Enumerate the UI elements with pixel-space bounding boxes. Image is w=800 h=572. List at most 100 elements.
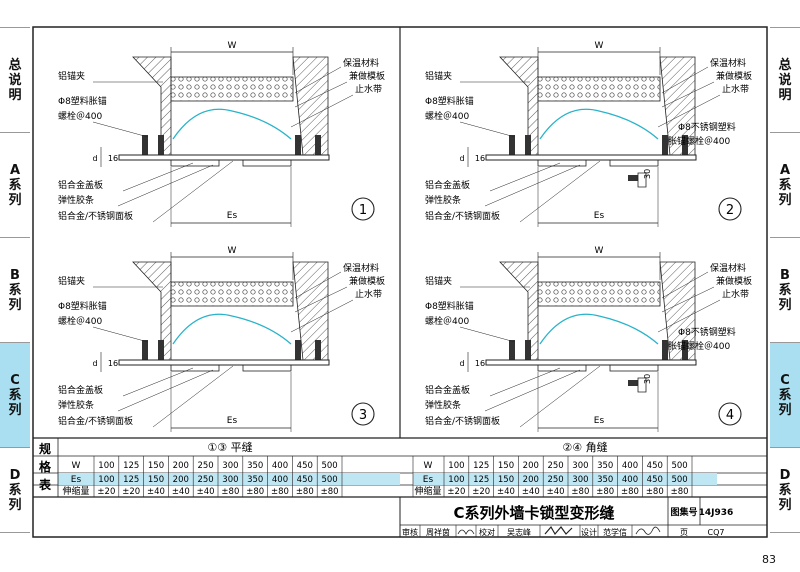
svg-text:d: d	[92, 359, 97, 368]
table-cell: ±40	[172, 487, 190, 497]
table-cell: 450	[647, 461, 663, 471]
svg-text:铝锚夹: 铝锚夹	[425, 275, 452, 287]
dim-es-label: Es	[227, 416, 238, 426]
tab-series-c[interactable]: C系列	[0, 343, 30, 448]
table-cell: 200	[173, 461, 189, 471]
table-cell: 100	[448, 475, 464, 485]
svg-text:Φ8塑料胀锚: Φ8塑料胀锚	[425, 95, 474, 107]
table-cell: ±20	[122, 487, 140, 497]
table-cell: 100	[98, 475, 114, 485]
table-cell: 100	[98, 461, 114, 471]
svg-text:Φ8塑料胀锚: Φ8塑料胀锚	[425, 300, 474, 312]
table-cell: 300	[222, 475, 238, 485]
table-cell: ±40	[547, 487, 565, 497]
svg-text:保温材料: 保温材料	[710, 262, 746, 274]
svg-text:Φ8塑料胀锚: Φ8塑料胀锚	[58, 95, 107, 107]
svg-text:30: 30	[643, 374, 652, 384]
tab-general-right[interactable]: 总说明	[770, 28, 800, 133]
left-tab-column: 总说明 A系列 B系列 C系列 D系列	[0, 27, 30, 533]
svg-text:校对: 校对	[479, 527, 495, 537]
svg-text:表: 表	[38, 477, 52, 492]
table-cell: 100	[448, 461, 464, 471]
svg-text:铝合金盖板: 铝合金盖板	[58, 384, 103, 396]
svg-text:螺栓＠400: 螺栓＠400	[425, 110, 469, 122]
table-cell: 500	[671, 475, 687, 485]
svg-text:Φ8塑料胀锚: Φ8塑料胀锚	[58, 300, 107, 312]
svg-text:保温材料: 保温材料	[343, 262, 379, 274]
svg-text:16: 16	[108, 359, 118, 368]
table-cell: ±20	[472, 487, 490, 497]
table-cell: ±80	[646, 487, 664, 497]
tab-general[interactable]: 总说明	[0, 28, 30, 133]
table-cell: ±80	[246, 487, 264, 497]
atlas-label: 图集号	[670, 506, 697, 518]
detail-number: 4	[726, 408, 734, 423]
tab-series-b-right[interactable]: B系列	[770, 238, 800, 343]
svg-text:止水带: 止水带	[355, 288, 382, 300]
table-left-header: ①③ 平缝	[207, 440, 252, 454]
table-cell: 400	[272, 475, 288, 485]
table-cell: 350	[247, 461, 263, 471]
dim-es-label: Es	[227, 211, 238, 221]
table-cell: 200	[523, 461, 539, 471]
table-cell: 350	[597, 461, 613, 471]
table-cell: ±40	[147, 487, 165, 497]
table-cell: 125	[473, 475, 489, 485]
svg-text:止水带: 止水带	[722, 83, 749, 95]
svg-text:16: 16	[475, 154, 485, 163]
table-cell: 500	[321, 475, 337, 485]
table-cell: 400	[272, 461, 288, 471]
table-cell: 500	[671, 461, 687, 471]
table-cell: 400	[622, 461, 638, 471]
page-number: 83	[762, 553, 776, 566]
svg-text:兼做模板: 兼做模板	[349, 275, 385, 287]
tab-series-d[interactable]: D系列	[0, 448, 30, 533]
table-cell: 300	[222, 461, 238, 471]
tab-series-a[interactable]: A系列	[0, 133, 30, 238]
svg-text:弹性胶条: 弹性胶条	[58, 399, 94, 411]
dim-w-label: W	[228, 246, 237, 256]
svg-text:铝合金/不锈钢面板: 铝合金/不锈钢面板	[425, 415, 500, 427]
table-cell: 400	[622, 475, 638, 485]
svg-text:d: d	[92, 154, 97, 163]
table-cell: 300	[572, 461, 588, 471]
tab-series-b[interactable]: B系列	[0, 238, 30, 343]
svg-text:胀锚螺栓＠400: 胀锚螺栓＠400	[668, 135, 730, 147]
svg-text:CQ7: CQ7	[708, 528, 725, 537]
svg-text:规: 规	[39, 441, 51, 456]
detail-number: 3	[359, 408, 367, 423]
table-cell: 450	[297, 461, 313, 471]
table-cell: ±80	[321, 487, 339, 497]
svg-text:Φ8不锈钢塑料: Φ8不锈钢塑料	[678, 121, 736, 133]
table-cell: ±80	[221, 487, 239, 497]
svg-text:d: d	[459, 359, 464, 368]
svg-text:铝锚夹: 铝锚夹	[58, 70, 85, 82]
table-cell: ±40	[197, 487, 215, 497]
title-block: C系列外墙卡锁型变形缝 图集号 14J936 审核 周祥茵 校对 吴志峰 设计 …	[399, 497, 767, 537]
svg-text:保温材料: 保温材料	[343, 57, 379, 69]
svg-text:兼做模板: 兼做模板	[716, 70, 752, 82]
table-cell: 450	[647, 475, 663, 485]
svg-text:吴志峰: 吴志峰	[507, 527, 531, 537]
svg-text:兼做模板: 兼做模板	[716, 275, 752, 287]
tab-series-d-right[interactable]: D系列	[770, 448, 800, 533]
svg-text:弹性胶条: 弹性胶条	[425, 194, 461, 206]
tab-series-c-right[interactable]: C系列	[770, 343, 800, 448]
table-cell: 150	[498, 475, 514, 485]
svg-text:保温材料: 保温材料	[710, 57, 746, 69]
svg-text:审核: 审核	[402, 527, 418, 537]
table-cell: ±40	[497, 487, 515, 497]
svg-text:螺栓＠400: 螺栓＠400	[58, 315, 102, 327]
table-cell: 250	[197, 475, 213, 485]
table-cell: 300	[572, 475, 588, 485]
atlas-number: 14J936	[699, 508, 734, 518]
tab-series-a-right[interactable]: A系列	[770, 133, 800, 238]
svg-text:30: 30	[643, 169, 652, 179]
dim-es-label: Es	[594, 211, 605, 221]
table-cell: 500	[321, 461, 337, 471]
svg-text:铝合金/不锈钢面板: 铝合金/不锈钢面板	[425, 210, 500, 222]
